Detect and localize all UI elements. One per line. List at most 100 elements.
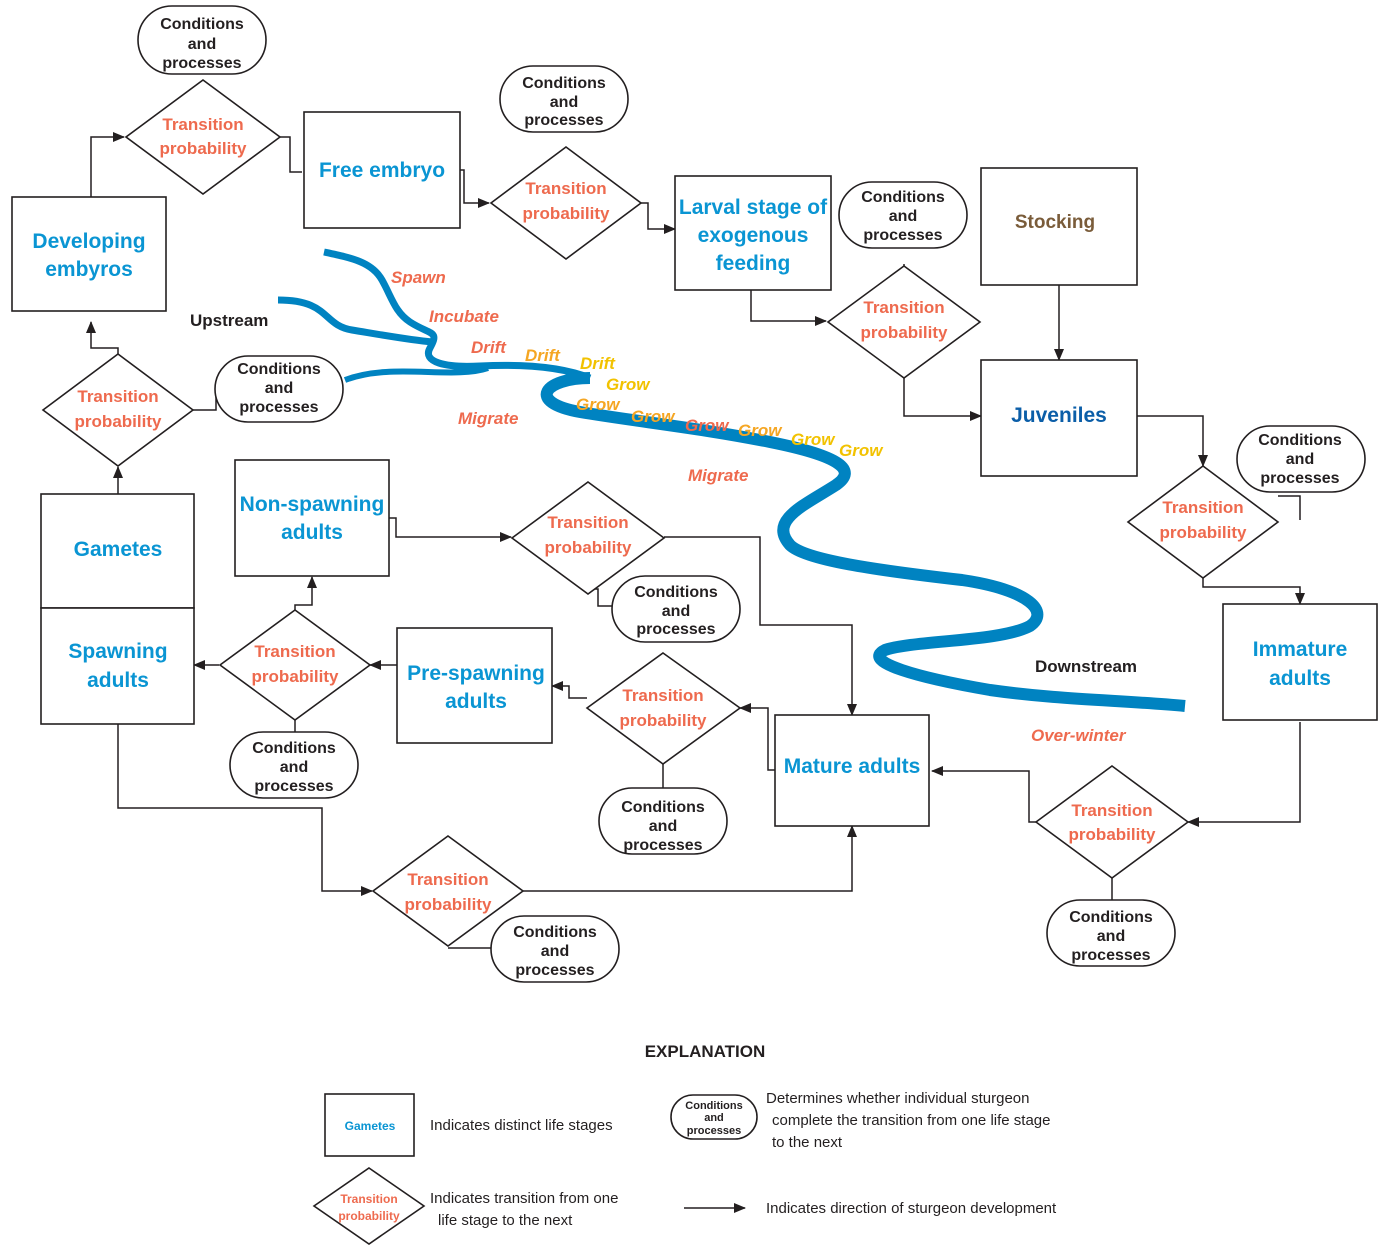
svg-text:processes: processes <box>1071 947 1150 964</box>
svg-text:Conditions: Conditions <box>621 799 705 816</box>
svg-text:and: and <box>1286 451 1314 468</box>
svg-text:processes: processes <box>623 837 702 854</box>
svg-text:processes: processes <box>1260 470 1339 487</box>
legend-stage-desc: Indicates distinct life stages <box>430 1117 613 1134</box>
stage-gametes: Gametes <box>40 493 195 609</box>
svg-text:processes: processes <box>863 227 942 244</box>
svg-text:and: and <box>550 94 578 111</box>
activity-migrate-1: Migrate <box>458 409 518 428</box>
stage-mature-adults: Mature adults <box>774 714 930 827</box>
svg-text:Juveniles: Juveniles <box>1011 404 1107 427</box>
svg-text:Conditions: Conditions <box>685 1100 742 1112</box>
transition-probability-6: Transition probability <box>585 652 742 765</box>
svg-text:probability: probability <box>545 538 632 557</box>
svg-text:Transition: Transition <box>254 642 335 661</box>
svg-text:Stocking: Stocking <box>1015 212 1095 233</box>
svg-text:Mature adults: Mature adults <box>784 755 921 778</box>
svg-text:and: and <box>649 818 677 835</box>
transition-probability-1: Transition probability <box>124 79 282 195</box>
svg-text:Larval stage of: Larval stage of <box>679 196 828 219</box>
svg-text:Transition: Transition <box>863 298 944 317</box>
stage-non-spawning-adults: Non-spawning adults <box>234 459 390 577</box>
svg-text:Conditions: Conditions <box>1069 909 1153 926</box>
svg-text:and: and <box>541 943 569 960</box>
svg-text:Conditions: Conditions <box>513 924 597 941</box>
svg-text:probability: probability <box>160 139 247 158</box>
conditions-processes-2: Conditions and processes <box>499 65 629 133</box>
activity-incubate: Incubate <box>429 307 499 326</box>
svg-text:probability: probability <box>1069 825 1156 844</box>
svg-text:embyros: embyros <box>45 258 133 281</box>
svg-text:adults: adults <box>281 521 343 544</box>
svg-text:Free embryo: Free embryo <box>319 159 445 182</box>
transition-probability-4: Transition probability <box>1126 465 1280 579</box>
svg-text:and: and <box>265 380 293 397</box>
conditions-processes-3: Conditions and processes <box>838 181 968 249</box>
conditions-processes-1: Conditions and processes <box>137 5 267 75</box>
legend-arrow-desc: Indicates direction of sturgeon developm… <box>766 1200 1057 1217</box>
activity-grow-4: Grow <box>685 416 730 435</box>
svg-text:adults: adults <box>445 690 507 713</box>
stage-stocking: Stocking <box>980 167 1138 286</box>
svg-text:Transition: Transition <box>547 513 628 532</box>
svg-text:and: and <box>889 208 917 225</box>
svg-text:adults: adults <box>87 669 149 692</box>
svg-text:Immature: Immature <box>1253 638 1348 661</box>
legend-conditions-desc-1: Determines whether individual sturgeon <box>766 1090 1029 1107</box>
svg-text:Conditions: Conditions <box>861 189 945 206</box>
svg-text:processes: processes <box>636 621 715 638</box>
connectors <box>86 132 1305 949</box>
conditions-processes-6: Conditions and processes <box>598 787 728 855</box>
svg-text:Transition: Transition <box>407 870 488 889</box>
svg-text:probability: probability <box>1160 523 1247 542</box>
downstream-label: Downstream <box>1035 657 1137 676</box>
stage-spawning-adults: Spawning adults <box>40 607 195 725</box>
legend-conditions-desc-2: complete the transition from one life st… <box>772 1112 1050 1129</box>
svg-text:Conditions: Conditions <box>237 361 321 378</box>
svg-text:and: and <box>1097 928 1125 945</box>
activity-grow-5: Grow <box>738 421 783 440</box>
stage-developing-embryos: Developing embyros <box>11 196 167 312</box>
svg-text:Conditions: Conditions <box>252 740 336 757</box>
activity-drift-3: Drift <box>580 354 616 373</box>
activity-migrate-2: Migrate <box>688 466 748 485</box>
svg-text:and: and <box>662 603 690 620</box>
svg-text:processes: processes <box>515 962 594 979</box>
svg-text:Gametes: Gametes <box>74 538 163 561</box>
activity-grow-3: Grow <box>631 407 676 426</box>
conditions-processes-10: Conditions and processes <box>214 355 344 423</box>
legend-transition-desc-1: Indicates transition from one <box>430 1190 618 1207</box>
svg-text:probability: probability <box>861 323 948 342</box>
legend-transition-desc-2: life stage to the next <box>438 1212 573 1229</box>
stage-immature-adults: Immature adults <box>1222 603 1378 721</box>
svg-text:and: and <box>188 36 216 53</box>
svg-text:Non-spawning: Non-spawning <box>240 493 385 516</box>
svg-text:Transition: Transition <box>1071 801 1152 820</box>
stage-larval-exogenous-feeding: Larval stage of exogenous feeding <box>674 175 832 291</box>
stage-juveniles: Juveniles <box>980 359 1138 477</box>
svg-text:Developing: Developing <box>32 230 145 253</box>
upstream-label: Upstream <box>190 311 268 330</box>
svg-text:Pre-spawning: Pre-spawning <box>407 662 545 685</box>
activity-grow-2: Grow <box>576 395 621 414</box>
river <box>277 248 1186 712</box>
activity-grow-1: Grow <box>606 375 651 394</box>
legend-transition-sample: Transition probability <box>312 1167 426 1245</box>
conditions-processes-9: Conditions and processes <box>490 915 620 983</box>
svg-text:Conditions: Conditions <box>522 75 606 92</box>
svg-text:processes: processes <box>254 778 333 795</box>
conditions-processes-5: Conditions and processes <box>1046 899 1176 967</box>
svg-text:probability: probability <box>523 204 610 223</box>
legend-stage-sample: Gametes <box>324 1093 415 1157</box>
svg-text:Spawning: Spawning <box>68 640 167 663</box>
svg-text:probability: probability <box>620 711 707 730</box>
svg-text:exogenous: exogenous <box>698 224 809 247</box>
svg-text:probability: probability <box>75 412 162 431</box>
activity-drift-2: Drift <box>525 346 561 365</box>
svg-text:Conditions: Conditions <box>634 584 718 601</box>
svg-text:Transition: Transition <box>77 387 158 406</box>
activity-grow-7: Grow <box>839 441 884 460</box>
svg-text:Transition: Transition <box>162 115 243 134</box>
stage-pre-spawning-adults: Pre-spawning adults <box>396 627 553 744</box>
